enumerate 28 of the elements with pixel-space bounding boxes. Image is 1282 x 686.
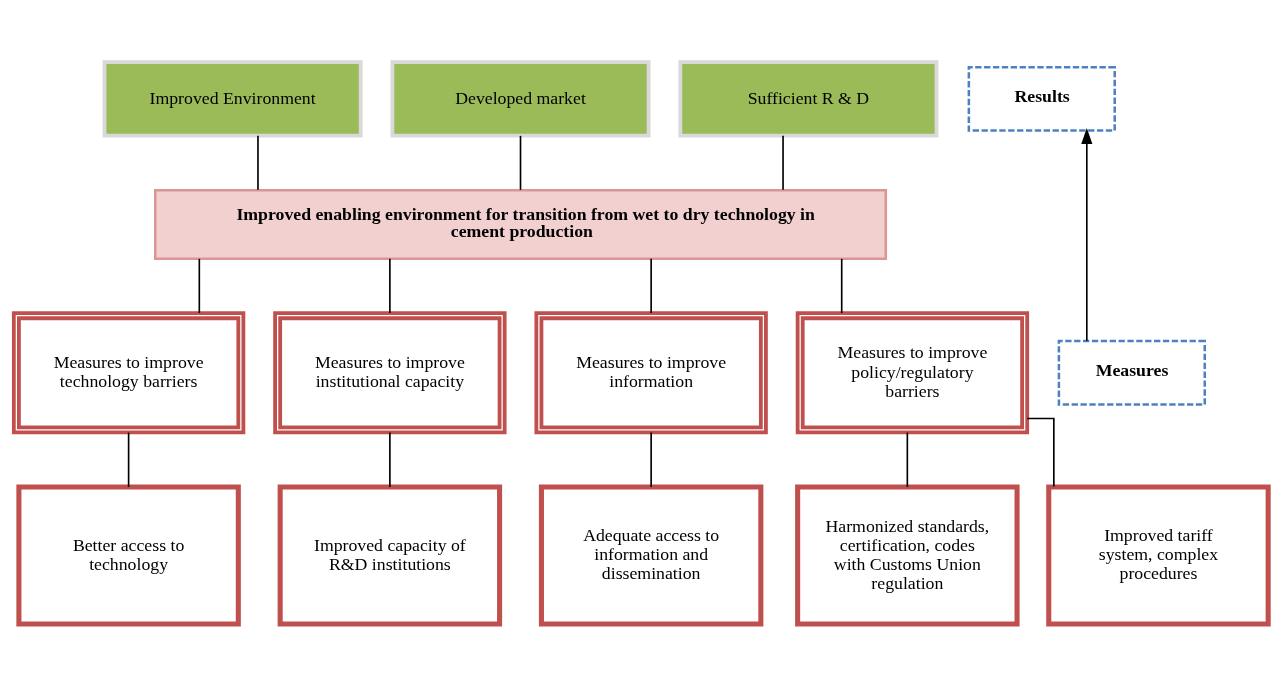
connector	[650, 431, 652, 488]
connector	[257, 135, 259, 191]
connector	[519, 135, 522, 191]
node-box: Better access to technology	[16, 484, 241, 627]
node-box: Sufficient R & D	[678, 60, 939, 138]
connector	[840, 258, 843, 314]
node-box: Developed market	[390, 60, 651, 138]
node-box: Adequate access to information and dissemination	[538, 484, 764, 627]
node-box: Harmonized standards, certification, codes with Customs Union regulation	[795, 484, 1020, 627]
node-box: Improved enabling environment for transition from wet to dry technology in cement production	[153, 188, 888, 260]
node-box: Measures to improve technology barriers	[11, 311, 246, 435]
node-box: Improved tariff system, complex procedures	[1046, 484, 1271, 627]
connector	[782, 135, 784, 191]
arrow	[1081, 128, 1093, 342]
node-box: Measures to improve information	[534, 311, 768, 435]
node-box: Measures	[1057, 339, 1207, 406]
connector	[127, 431, 130, 488]
connector	[906, 431, 909, 488]
connector	[198, 258, 201, 314]
connector	[650, 258, 652, 314]
node-box: Measures to improve institutional capacity	[273, 311, 507, 435]
connector	[389, 431, 391, 488]
node-box: Improved Environment	[102, 60, 363, 138]
node-box: Results	[967, 65, 1116, 132]
node-box: Improved capacity of R&D institutions	[277, 484, 503, 627]
connector	[389, 258, 391, 314]
connector	[1026, 417, 1055, 488]
node-box: Measures to improve policy/regulatory barriers	[795, 311, 1030, 435]
